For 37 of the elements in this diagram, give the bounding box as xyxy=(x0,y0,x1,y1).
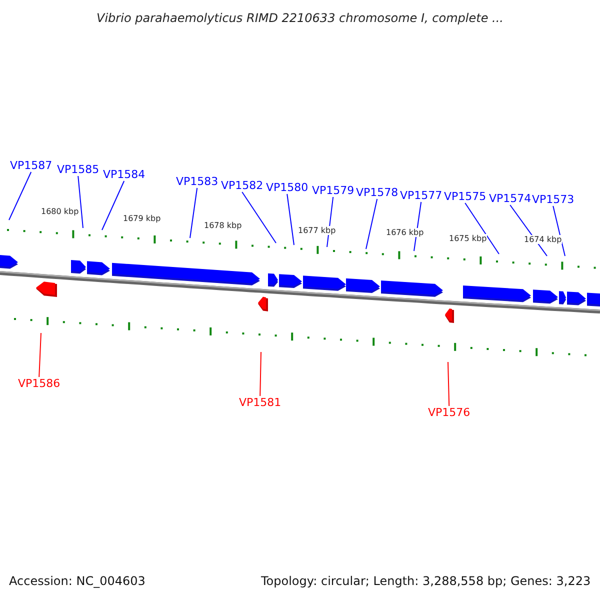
gene-label: VP1581 xyxy=(239,396,282,409)
scale-label: 1677 kbp xyxy=(298,226,336,235)
leader-line xyxy=(448,362,450,406)
scale-label: 1680 kbp xyxy=(41,207,79,216)
gene-label: VP1580 xyxy=(266,181,308,194)
title: Vibrio parahaemolyticus RIMD 2210633 chromosome I, complete ... xyxy=(96,11,504,25)
gene-label: VP1587 xyxy=(10,159,52,172)
leader-line xyxy=(552,206,566,256)
leader-line xyxy=(464,202,500,254)
gene-label: VP1577 xyxy=(400,189,442,202)
gene-label: VP1574 xyxy=(489,192,532,205)
leader-line xyxy=(366,198,378,250)
scale-label: 1678 kbp xyxy=(204,221,242,230)
leader-line xyxy=(38,332,42,378)
gene-label: VP1578 xyxy=(356,186,398,199)
genome-info-text: Topology: circular; Length: 3,288,558 bp; Genes: 3,223 xyxy=(261,574,591,588)
leader-line xyxy=(8,172,32,220)
leader-line xyxy=(242,192,276,244)
gene-label: VP1585 xyxy=(57,163,100,176)
leader-line xyxy=(102,180,125,230)
leader-line xyxy=(260,352,262,396)
gene-label: VP1584 xyxy=(103,168,146,181)
gene-label: VP1583 xyxy=(176,175,218,188)
gene-label: VP1586 xyxy=(18,377,60,390)
gene-label: VP1582 xyxy=(221,179,264,192)
leader-line xyxy=(190,188,198,238)
gene-label: VP1576 xyxy=(428,406,470,419)
scale-label: 1674 kbp xyxy=(524,235,562,244)
accession-text: Accession: NC_004603 xyxy=(9,574,146,588)
gene-label: VP1573 xyxy=(532,193,574,206)
scale-label: 1675 kbp xyxy=(449,234,487,243)
scale-label: 1679 kbp xyxy=(123,214,161,223)
gene-label: VP1575 xyxy=(444,190,486,203)
gene-label: VP1579 xyxy=(312,184,354,197)
leader-line xyxy=(286,194,294,246)
scale-label: 1676 kbp xyxy=(386,228,424,237)
leader-line xyxy=(78,176,84,228)
